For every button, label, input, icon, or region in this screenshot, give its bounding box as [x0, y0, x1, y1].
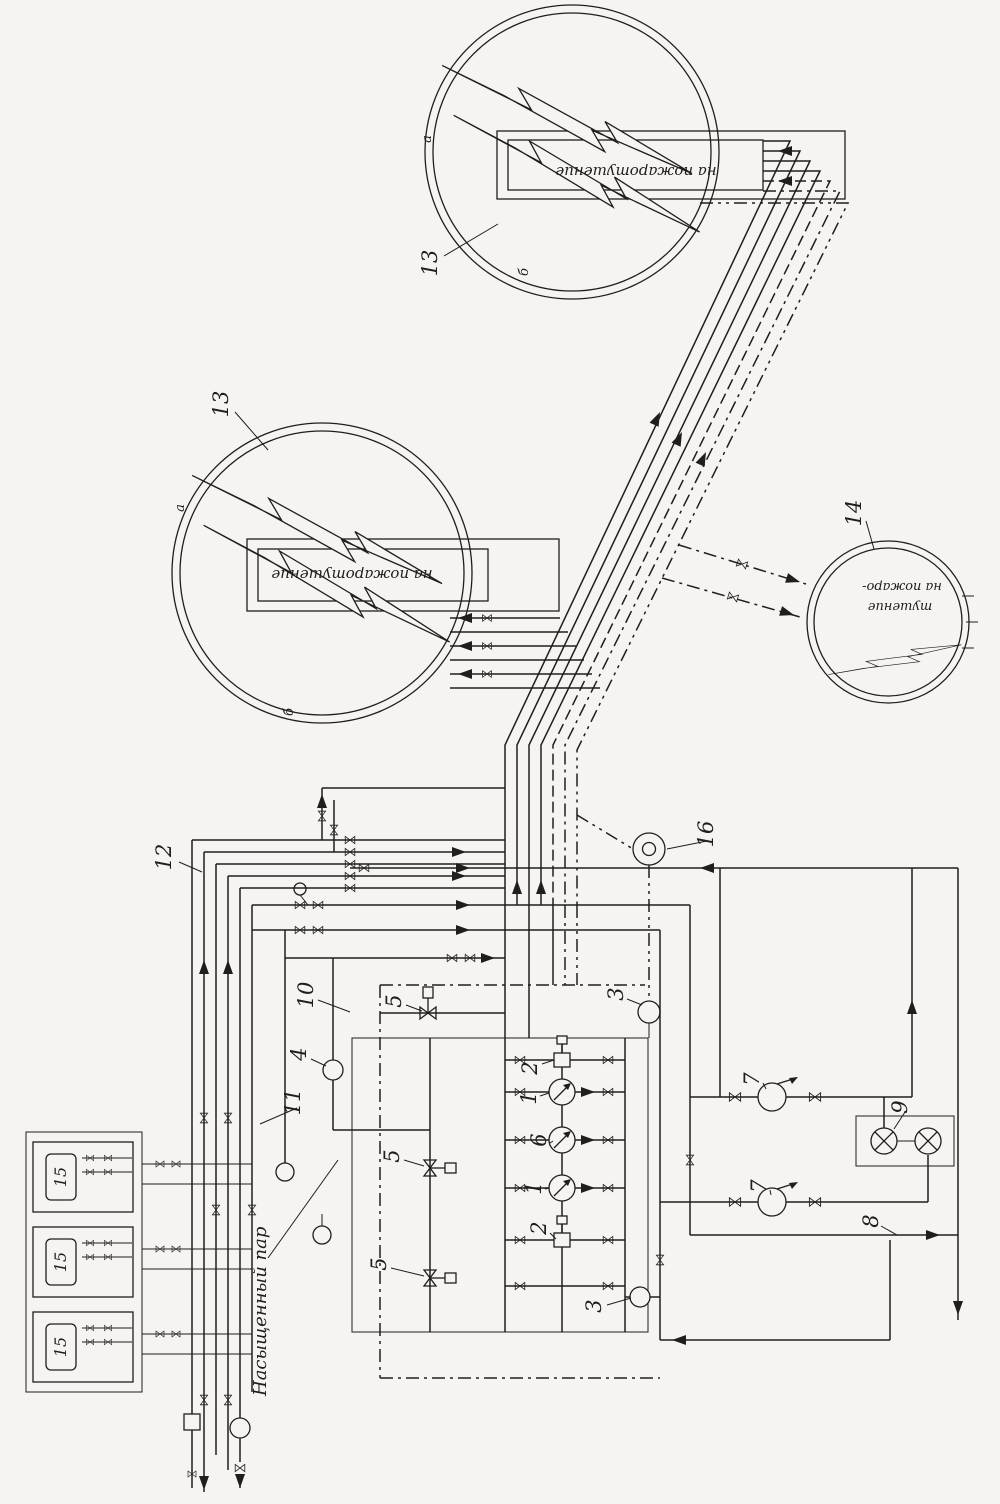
tank-14-inscription-line2: тушение	[867, 599, 932, 614]
heat-exchanger-icon	[914, 1127, 942, 1155]
callout-9: 9	[888, 1100, 912, 1113]
callout-10: 10	[294, 982, 318, 1009]
nozzle-letter: б	[282, 708, 297, 716]
callout-15b: 15	[51, 1252, 70, 1272]
callout-1a: 1	[517, 1091, 541, 1104]
tank-14-inscription-line1: на пожаро-	[862, 579, 942, 594]
callout-2a: 2	[518, 1061, 542, 1075]
callout-16: 16	[694, 821, 718, 848]
instrument-icon	[275, 1162, 295, 1182]
feed-risers	[191, 787, 505, 1492]
boiler-block	[25, 1131, 252, 1393]
booster-pump-network	[656, 868, 963, 1345]
callout-15a: 15	[51, 1167, 70, 1187]
middle-tank-feed-lines	[450, 613, 600, 689]
meter-icon	[229, 1417, 251, 1439]
callout-8: 8	[859, 1214, 883, 1227]
callout-15c: 15	[51, 1337, 70, 1357]
callout-7a: 7	[740, 1072, 764, 1086]
nozzle-letter: а	[173, 504, 188, 512]
instrument-icon	[312, 1225, 332, 1245]
callout-5c: 5	[367, 1257, 391, 1270]
callout-6: 6	[527, 1133, 551, 1146]
callout-tank-13-top: 13	[418, 250, 442, 277]
callout-4: 4	[287, 1047, 311, 1061]
callout-2b: 2	[527, 1221, 551, 1235]
callout-7b: 7	[747, 1179, 771, 1193]
pump-icon	[548, 1174, 576, 1202]
callout-12: 12	[152, 844, 176, 871]
condensate-branch	[183, 1413, 251, 1490]
pump-station-block	[351, 905, 660, 1333]
callouts: 13 13 14 16 12 10 11 4 5 5 5 2 2 1 1 6 3…	[51, 223, 912, 1357]
callout-tank-13-middle: 13	[209, 391, 233, 418]
tank-14-feed-lines	[661, 544, 807, 620]
callout-3b: 3	[582, 1299, 606, 1312]
heat-exchanger-icon	[870, 1127, 898, 1155]
tank-13-middle-inscription: на пожаротушение	[271, 566, 432, 584]
callout-5a: 5	[382, 994, 406, 1007]
gauge-icon	[322, 1059, 344, 1081]
tank-13-middle: на пожаротушение а б	[171, 422, 560, 724]
callout-1b: 1	[522, 1181, 546, 1194]
pump-icon	[548, 1078, 576, 1106]
pipe-bundle	[504, 140, 850, 905]
nozzle-letter: б	[517, 268, 532, 276]
callout-tank-14: 14	[842, 500, 866, 527]
callout-5b: 5	[380, 1149, 404, 1162]
callout-3a: 3	[604, 987, 628, 1000]
header-mains	[252, 863, 958, 1379]
tank-14: на пожаро- тушение	[806, 540, 978, 704]
tank-13-top: на пожаротушение а б	[420, 4, 846, 300]
saturated-steam-label: Насыщенный пар	[250, 1226, 271, 1397]
nozzle-letter: а	[420, 135, 435, 143]
tank-13-top-inscription: на пожаротушение	[555, 163, 716, 181]
gauge-icon	[629, 1286, 651, 1308]
callout-11: 11	[281, 1089, 305, 1116]
pump-icon	[548, 1126, 576, 1154]
